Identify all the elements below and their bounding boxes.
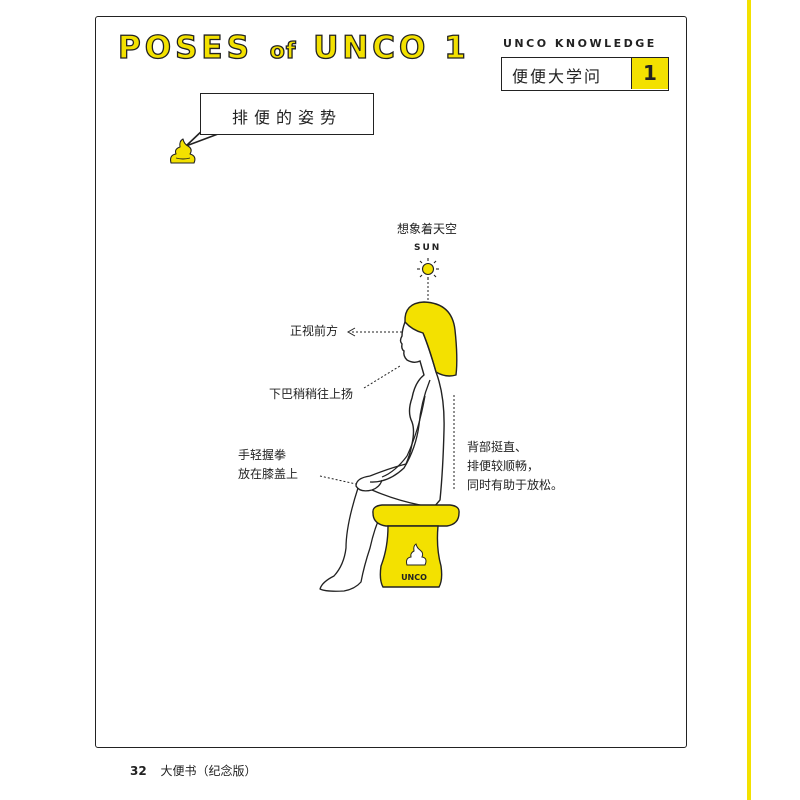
chin-pointer-line: [363, 365, 401, 389]
toilet-seat: [372, 504, 460, 527]
neck-back: [422, 332, 437, 373]
page-frame: [95, 16, 687, 748]
back-label-line3: 同时有助于放松。: [467, 478, 564, 492]
knowledge-box: 便便大学问 1: [501, 57, 669, 91]
sun-icon: [417, 258, 439, 280]
gaze-arrow-head: [346, 327, 356, 337]
speech-bubble: 排便的姿势: [200, 93, 374, 135]
leg: [319, 487, 385, 592]
knowledge-title: 便便大学问: [512, 67, 603, 86]
arm-upper: [369, 379, 431, 483]
look-forward-label: 正视前方: [290, 324, 339, 338]
page-title: POSES of UNCO 1: [117, 29, 470, 66]
toilet-label: UNCO: [401, 573, 427, 582]
page-footer: 32 大便书（纪念版）: [130, 762, 257, 779]
sun-caption: 想象着天空: [397, 222, 458, 236]
thigh-top: [369, 463, 407, 477]
hands-label-line1: 手轻握拳: [238, 448, 287, 462]
title-main: POSES: [117, 29, 253, 66]
torso-front: [405, 374, 425, 465]
book-title: 大便书（纪念版）: [160, 764, 257, 778]
hand-fist: [355, 475, 383, 492]
title-end: UNCO 1: [313, 29, 470, 66]
toilet-poop-icon: [406, 543, 427, 566]
title-of: of: [269, 38, 297, 64]
face-profile: [399, 321, 425, 376]
page-number: 32: [130, 764, 147, 778]
torso-back: [433, 371, 445, 508]
hands-pointer-line: [319, 475, 357, 485]
knowledge-number: 1: [631, 58, 668, 89]
chin-up-label: 下巴稍稍往上扬: [269, 387, 354, 401]
poop-icon: [170, 138, 196, 164]
knowledge-label: UNCO KNOWLEDGE: [503, 37, 657, 50]
back-label-line2: 排便较顺畅，: [467, 459, 540, 473]
bubble-text: 排便的姿势: [231, 108, 342, 127]
arm-inner: [381, 395, 426, 478]
hands-label-line2: 放在膝盖上: [238, 467, 299, 481]
sun-label: SUN: [414, 243, 442, 253]
hair: [404, 301, 458, 377]
back-label-line1: 背部挺直、: [467, 440, 528, 454]
page-edge-accent: [747, 0, 751, 800]
